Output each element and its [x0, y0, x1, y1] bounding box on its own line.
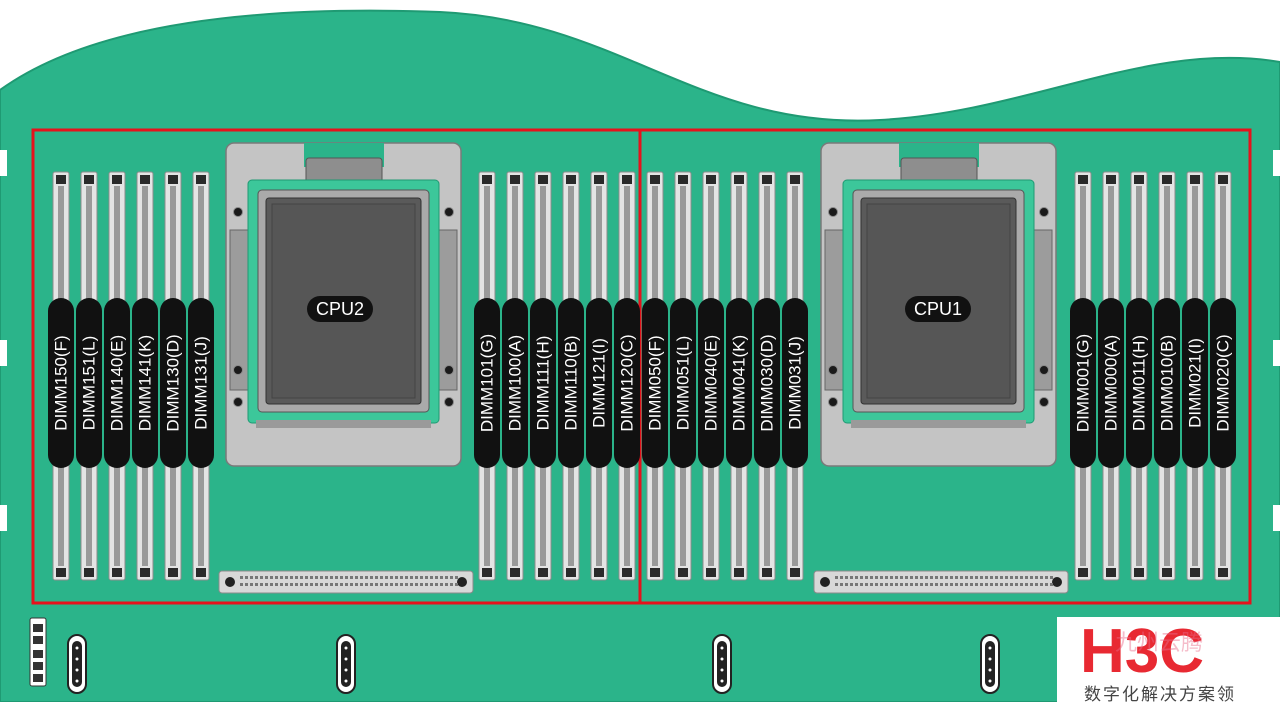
- dimm-slot-label: DIMM130(D): [164, 334, 183, 431]
- dimm-label-group: DIMM051(L): [670, 298, 696, 468]
- dimm-label-group: DIMM040(E): [698, 298, 724, 468]
- dimm-label-group: DIMM041(K): [726, 298, 752, 468]
- dimm-slot-label: DIMM111(H): [534, 336, 553, 431]
- dimm-slot-label: DIMM100(A): [506, 335, 525, 431]
- dimm-slot-label: DIMM120(C): [618, 334, 637, 431]
- bottom-ports: [67, 634, 1000, 694]
- dimm-slot-label: DIMM001(G): [1074, 334, 1093, 432]
- dimm-slot-label: DIMM041(K): [730, 335, 749, 431]
- dimm-label-group: DIMM110(B): [558, 298, 584, 468]
- dimm-slot-label: DIMM131(J): [192, 336, 211, 430]
- dimm-slot-label: DIMM141(K): [136, 335, 155, 431]
- watermark: H3C 九州云腾 数字化解决方案领: [1057, 617, 1280, 702]
- dimm-slot-label: DIMM031(J): [786, 336, 805, 430]
- dimm-slot-label: DIMM000(A): [1102, 335, 1121, 431]
- dimm-label-group: DIMM101(G): [474, 298, 500, 468]
- dimm-label-group: DIMM141(K): [132, 298, 158, 468]
- watermark-logo: H3C: [1080, 617, 1204, 686]
- dimm-label-group: DIMM120(C): [614, 298, 640, 468]
- power-header: [29, 617, 47, 687]
- cpu1-connector: [813, 570, 1069, 594]
- dimm-label-group: DIMM151(L): [76, 298, 102, 468]
- dimm-slot-label: DIMM151(L): [80, 336, 99, 430]
- dimm-label-group: DIMM140(E): [104, 298, 130, 468]
- dimm-slot-label: DIMM030(D): [758, 334, 777, 431]
- dimm-label-group: DIMM131(J): [188, 298, 214, 468]
- dimm-label-group: DIMM050(F): [642, 298, 668, 468]
- board-edge-notches: [0, 150, 1280, 531]
- bottom-port: [712, 634, 732, 694]
- dimm-label-group: DIMM020(C): [1210, 298, 1236, 468]
- dimm-slot-label: DIMM021(I): [1186, 338, 1205, 428]
- board-connectors: [218, 570, 1069, 594]
- dimm-slot-label: DIMM051(L): [674, 336, 693, 430]
- dimm-slot-label: DIMM101(G): [478, 334, 497, 432]
- bottom-port: [980, 634, 1000, 694]
- dimm-label-group: DIMM100(A): [502, 298, 528, 468]
- watermark-subtitle: 数字化解决方案领: [1084, 685, 1236, 702]
- dimm-slot-label: DIMM150(F): [52, 335, 71, 430]
- dimm-label-group: DIMM010(B): [1154, 298, 1180, 468]
- dimm-label-group: DIMM150(F): [48, 298, 74, 468]
- dimm-slot-label: DIMM140(E): [108, 335, 127, 431]
- dimm-label-group: DIMM021(I): [1182, 298, 1208, 468]
- dimm-label-group: DIMM121(I): [586, 298, 612, 468]
- dimm-label-group: DIMM030(D): [754, 298, 780, 468]
- dimm-slot-label: DIMM010(B): [1158, 335, 1177, 431]
- bottom-port: [67, 634, 87, 694]
- watermark-overlay: 九州云腾: [1115, 631, 1203, 656]
- cpu2-connector: [218, 570, 474, 594]
- dimm-slot-label: DIMM011(H): [1130, 335, 1149, 431]
- dimm-slot-label: DIMM110(B): [562, 335, 581, 430]
- dimm-slot-label: DIMM040(E): [702, 335, 721, 431]
- cpu1-label: CPU1: [914, 299, 962, 319]
- dimm-slot-label: DIMM121(I): [590, 338, 609, 428]
- dimm-slot-label: DIMM050(F): [646, 335, 665, 430]
- dimm-label-group: DIMM001(G): [1070, 298, 1096, 468]
- cpu2-label: CPU2: [316, 299, 364, 319]
- dimm-label-group: DIMM130(D): [160, 298, 186, 468]
- dimm-label-group: DIMM111(H): [530, 298, 556, 468]
- dimm-label-group: DIMM031(J): [782, 298, 808, 468]
- dimm-label-group: DIMM011(H): [1126, 298, 1152, 468]
- bottom-port: [336, 634, 356, 694]
- cpu2-label-group: CPU2: [307, 296, 373, 322]
- dimm-labels: DIMM150(F) DIMM151(L) DIMM140(E) DIMM141(K)…: [48, 298, 1236, 468]
- dimm-label-group: DIMM000(A): [1098, 298, 1124, 468]
- cpu1-label-group: CPU1: [905, 296, 971, 322]
- dimm-slot-label: DIMM020(C): [1214, 334, 1233, 431]
